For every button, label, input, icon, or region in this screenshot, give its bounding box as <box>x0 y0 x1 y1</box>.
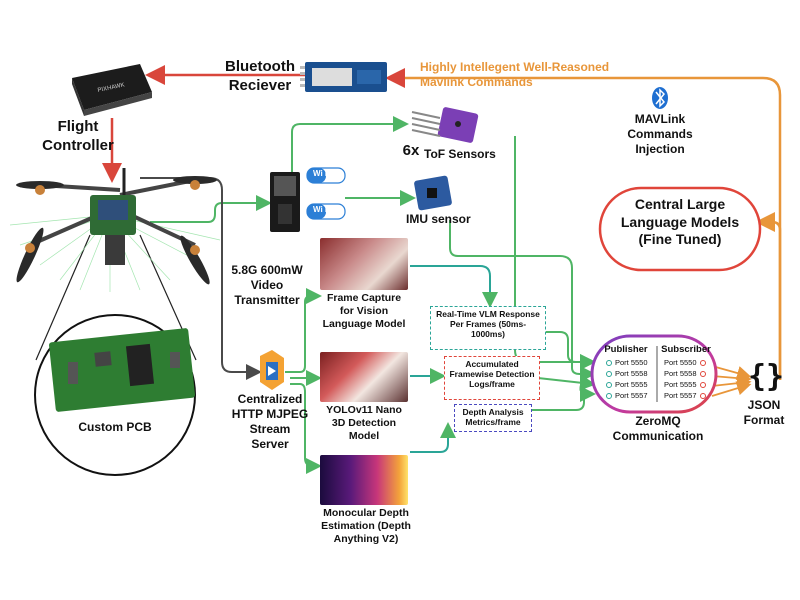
flight-controller-label: Flight Controller <box>42 118 114 154</box>
imu-sensor-icon <box>414 175 452 211</box>
mavlink-injection-label: MAVLink Commands Injection <box>627 112 693 156</box>
wifi-badge-icon <box>306 167 346 220</box>
port-label: Port 5550 <box>664 358 697 367</box>
port-item: Port 5558 <box>664 368 706 379</box>
port-label: Port 5558 <box>664 369 697 378</box>
port-indicator-icon <box>699 359 706 366</box>
publisher-label: Publisher <box>604 344 648 355</box>
bluetooth-receiver-label: Bluetooth Reciever <box>225 58 295 94</box>
port-indicator-icon <box>606 392 612 399</box>
port-indicator-icon <box>606 359 612 366</box>
vlm-response-box: Real-Time VLM Response Per Frames (50ms-… <box>430 306 546 350</box>
port-indicator-icon <box>606 370 612 377</box>
port-item: Port 5555 <box>664 379 706 390</box>
imu-sensor-label: IMU sensor <box>406 212 471 226</box>
custom-pcb-label: Custom PCB <box>78 420 152 434</box>
depth-model-label: Monocular Depth Estimation (Depth Anythi… <box>321 507 411 546</box>
yolo-label: YOLOv11 Nano 3D Detection Model <box>326 404 402 443</box>
depth-metrics-box: Depth Analysis Metrics/frame <box>454 404 532 432</box>
wifi-label-top: Wi Fi <box>313 169 333 178</box>
yolo-detection-image <box>320 352 408 402</box>
flight-controller-icon: PIXHAWK <box>72 64 152 116</box>
port-item: Port 5558 <box>606 368 648 379</box>
port-indicator-icon <box>699 392 706 399</box>
port-label: Port 5555 <box>615 380 648 389</box>
frame-capture-label: Frame Capture for Vision Language Model <box>322 292 406 331</box>
port-label: Port 5557 <box>615 391 648 400</box>
tof-sensors-label: ToF Sensors <box>424 147 496 161</box>
json-format-label: JSON Format <box>743 398 785 427</box>
drone-icon <box>16 168 217 285</box>
esp-board-icon <box>270 172 300 232</box>
bluetooth-module-icon <box>300 62 387 92</box>
port-item: Port 5557 <box>606 390 648 401</box>
subscriber-label: Subscriber <box>661 344 711 355</box>
frame-capture-image <box>320 238 408 290</box>
tof-count-label: 6x <box>402 142 420 159</box>
port-item: Port 5550 <box>606 357 648 368</box>
mavlink-commands-label: Highly Intellegent Well-Reasoned Mavlink… <box>420 60 610 89</box>
port-label: Port 5550 <box>615 358 648 367</box>
tof-sensor-icon <box>411 107 479 143</box>
port-item: Port 5555 <box>606 379 648 390</box>
port-item: Port 5557 <box>664 390 706 401</box>
depth-map-image <box>320 455 408 505</box>
stream-server-icon <box>260 350 284 390</box>
zeromq-label: ZeroMQ Communication <box>612 414 704 443</box>
video-transmitter-label: 5.8G 600mW Video Transmitter <box>231 263 303 307</box>
json-braces-icon: {} <box>748 359 785 394</box>
port-label: Port 5557 <box>664 391 697 400</box>
port-indicator-icon <box>699 370 706 377</box>
llm-border <box>598 186 762 272</box>
port-label: Port 5555 <box>664 380 697 389</box>
detection-logs-box: Accumulated Framewise Detection Logs/fra… <box>444 356 540 400</box>
mavlink-return-line <box>385 68 782 380</box>
wifi-label-bottom: Wi Fi <box>313 205 333 214</box>
port-item: Port 5550 <box>664 357 706 368</box>
port-indicator-icon <box>606 381 612 388</box>
llm-label: Central Large Language Models (Fine Tune… <box>620 196 740 247</box>
port-indicator-icon <box>699 381 706 388</box>
bluetooth-icon <box>652 87 668 109</box>
svg-text:PIXHAWK: PIXHAWK <box>97 82 125 94</box>
zeromq-border <box>590 334 718 414</box>
custom-pcb-illustration <box>34 314 196 476</box>
stream-server-label: Centralized HTTP MJPEG Stream Server <box>231 392 309 451</box>
port-label: Port 5558 <box>615 369 648 378</box>
